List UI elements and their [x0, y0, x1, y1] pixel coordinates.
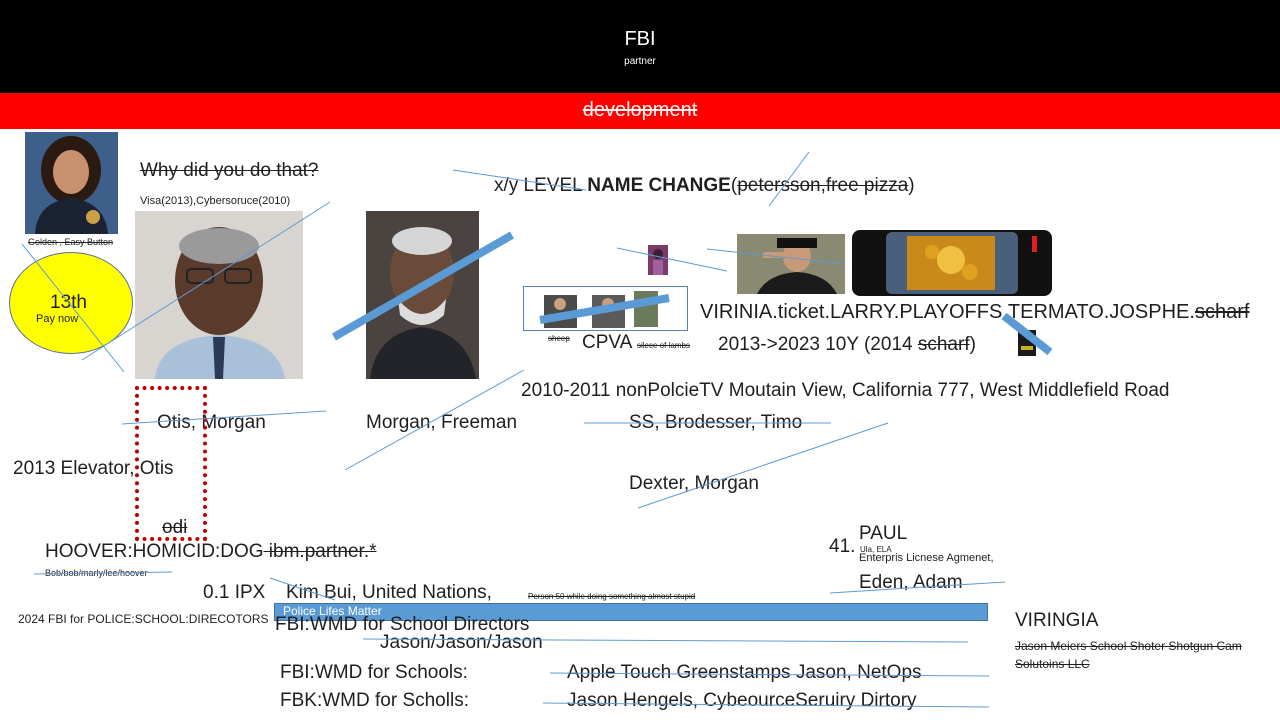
hoover-homicid: HOMICID:DOG [132, 541, 264, 562]
paul-name: PAUL [859, 523, 908, 544]
ipx-tiny: Person 50 while doing something almost s… [528, 592, 696, 601]
viringia-title: VIRINGIA [1015, 610, 1099, 631]
photo-small-person [648, 245, 668, 275]
ipx-label: 0.1 IPX [203, 582, 266, 603]
enterprise-license: Enterpris Licnese Agmenet, [859, 552, 994, 564]
dotted-selection-box [135, 386, 207, 541]
level-bold: NAME CHANGE [587, 175, 731, 196]
level-paren-close: ) [908, 175, 915, 196]
hoover-line: HOOVER:HOMICID:DOG ibm.partner.* [45, 541, 377, 563]
hoover-main: HOOVER: [45, 541, 133, 562]
hoover-sub: Bob/bob/marly/lee/hoover [45, 568, 148, 578]
years-line: 2013->2023 10Y (2014 scharf) [718, 334, 976, 356]
silence-label: silece of lambs [637, 341, 690, 350]
sheep-image-box [523, 286, 688, 331]
level-name-change: x/y LEVEL NAME CHANGE(petersson,free piz… [494, 175, 915, 197]
name-ss-brodesser: SS, Brodesser, Timo [629, 412, 803, 433]
small-book-image [1018, 330, 1036, 356]
banner-text: development [582, 99, 698, 121]
line-5 [616, 247, 728, 272]
fbi-2024-label: 2024 FBI for POLICE:SCHOOL:DIRECOTORS [18, 612, 269, 626]
level-paren-open: ( [730, 175, 738, 196]
virinia-main: VIRINIA.ticket.LARRY.PLAYOFFS.TERMATO.JO… [700, 301, 1195, 323]
eden-adam: Eden, Adam [859, 572, 963, 593]
years-close: ) [969, 334, 976, 355]
police-lifes-text: Police Lifes Matter [283, 604, 382, 618]
wmd-scholls-right: Jason Hengels, CybeourceSeruiry Dirtory [567, 690, 917, 711]
name-morgan-freeman: Morgan, Freeman [366, 412, 518, 433]
years-strike: scharf [917, 334, 970, 355]
photo-saluting-officer [737, 234, 845, 294]
odi-label: odi [162, 517, 188, 538]
wmd-scholls-left: FBK:WMD for Scholls: [280, 690, 469, 711]
viringia-strike-1: Jason Meiers School Shoter Shotgun Cam [1015, 639, 1242, 653]
kim-bui: Kim Bui, United Nations, [286, 582, 492, 603]
tv-line: 2010-2011 nonPolcieTV Moutain View, Cali… [521, 380, 1170, 401]
header-subtitle: partner [624, 56, 656, 67]
photo-officer-woman [25, 132, 118, 234]
wmd-schools-right: Apple Touch Greenstamps Jason, NetOps [567, 662, 922, 683]
cpva-label: CPVA [582, 332, 633, 353]
badge-number: 13th [50, 292, 87, 313]
paul-number: 41. [829, 536, 856, 557]
virinia-ticket-line: VIRINIA.ticket.LARRY.PLAYOFFS.TERMATO.JO… [700, 301, 1249, 324]
photo-man-glasses [135, 211, 303, 379]
header-bar [0, 0, 1280, 93]
name-dexter-morgan: Dexter, Morgan [629, 473, 759, 494]
paul-tiny: Ula, ELA [860, 545, 892, 554]
header-title: FBI [624, 28, 656, 50]
visa-text: Visa(2013),Cybersoruce(2010) [140, 195, 291, 207]
line-10 [637, 422, 889, 509]
why-question: Why did you do that? [140, 160, 319, 181]
badge-pay-now[interactable]: Pay now [36, 313, 79, 325]
elevator-otis: 2013 Elevator, Otis [13, 458, 174, 479]
golden-button-label: Golden , Easy Button [28, 237, 114, 247]
wmd-schools-left: FBI:WMD for Schools: [280, 662, 468, 683]
wmd-jason: Jason/Jason/Jason [380, 632, 543, 653]
police-lifes-bar [274, 603, 988, 621]
sheep-label: sheep [548, 334, 570, 343]
hoover-strike: ibm.partner.* [263, 541, 377, 562]
level-strike: petersson,free pizza [737, 175, 909, 196]
phone-image [852, 230, 1052, 296]
viringia-strike-2: Solutoins LLC [1015, 657, 1090, 671]
banner-bar [0, 93, 1280, 129]
photo-morgan-freeman [366, 211, 479, 379]
level-prefix: x/y LEVEL [494, 175, 588, 196]
wmd-school-directors: FBI:WMD for School Directors [275, 614, 530, 635]
years-main: 2013->2023 10Y (2014 [718, 334, 918, 355]
virinia-strike: scharf [1194, 301, 1250, 323]
